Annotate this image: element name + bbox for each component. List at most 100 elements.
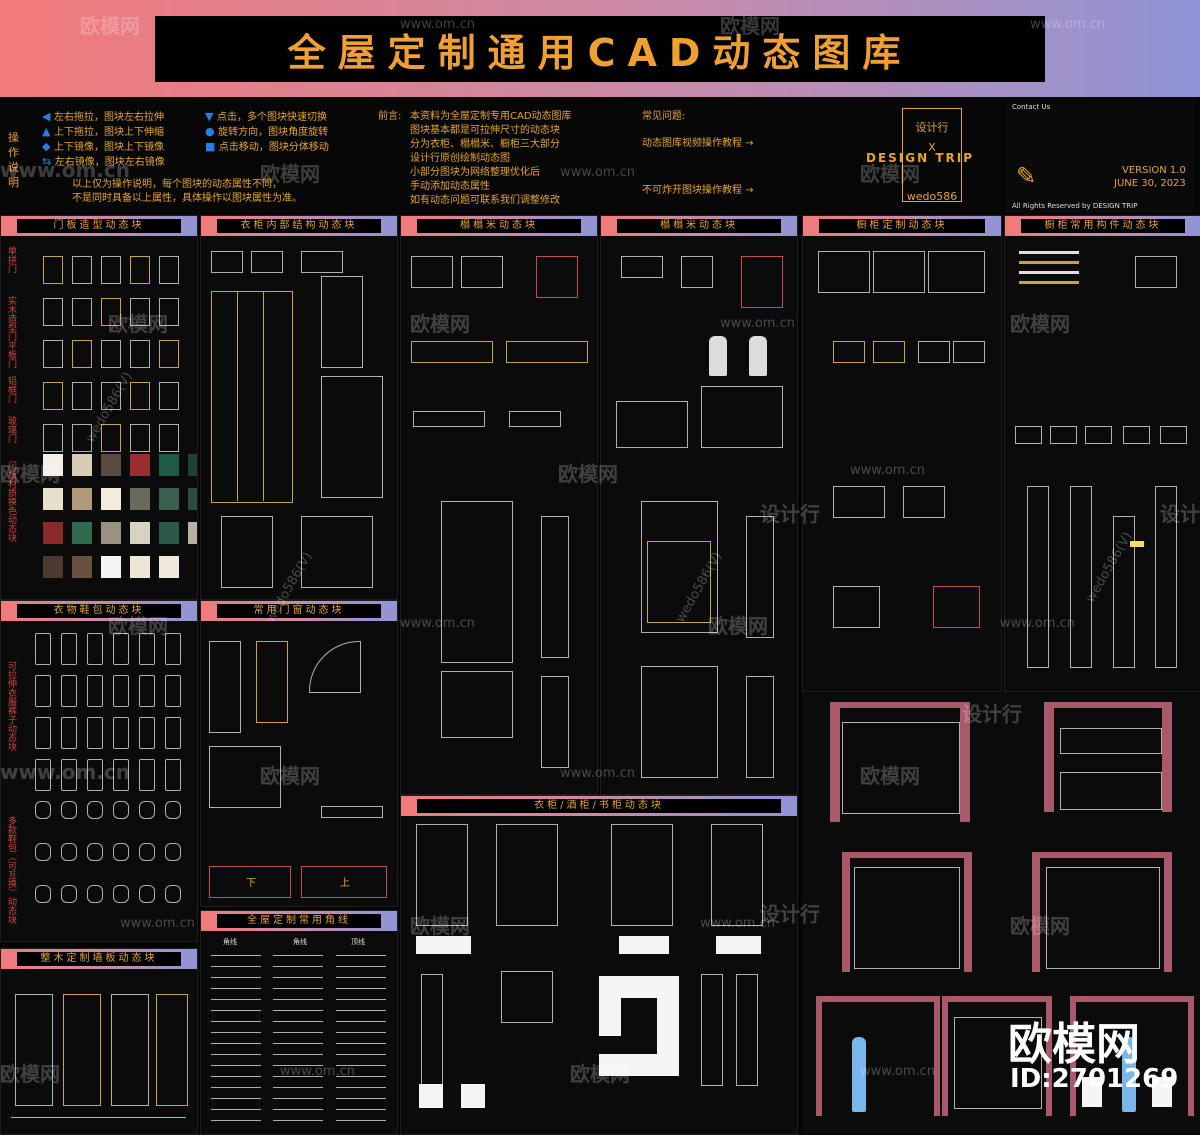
preface-text: 本资料为全屋定制专用CAD动态图库 图块基本都是可拉伸尺寸的动态块 分为衣柜、榻…: [410, 111, 572, 206]
trim-line: [336, 1076, 386, 1077]
trim-line: [336, 1043, 386, 1044]
panel-title: 榻榻米动态块: [417, 219, 581, 233]
door-thumbnail: [159, 298, 179, 326]
door-color-swatch: [72, 488, 92, 510]
trim-line: [273, 1021, 323, 1022]
clothes-item: [87, 801, 103, 819]
trim-line: [336, 1054, 386, 1055]
trim-line: [336, 977, 386, 978]
door-thumbnail: [43, 298, 63, 326]
watermark-site: www.om.cn: [860, 1064, 935, 1079]
clothes-item: [113, 675, 129, 707]
trim-line: [211, 1109, 261, 1110]
trim-line: [211, 1065, 261, 1066]
clothes-item: [61, 759, 77, 791]
clothes-item: [87, 717, 103, 749]
door-color-swatch: [101, 488, 121, 510]
watermark-design: 设计行: [760, 502, 820, 526]
panel-title: 榻榻米动态块: [617, 219, 781, 233]
door-color-swatch: [130, 556, 150, 578]
clothes-item: [61, 843, 77, 861]
left-arrow-icon: ◀: [42, 110, 54, 123]
clothes-item: [165, 843, 181, 861]
clothes-item: [165, 717, 181, 749]
door-color-swatch: [43, 556, 63, 578]
clothes-item: [87, 633, 103, 665]
clothes-item: [113, 801, 129, 819]
clothes-item: [87, 675, 103, 707]
door-thumbnail: [43, 256, 63, 284]
trim-line: [273, 1054, 323, 1055]
trim-line: [336, 966, 386, 967]
faq-video-tutorial-link[interactable]: 动态图库视频操作教程 →: [642, 138, 754, 149]
watermark-id: ID:2701269: [1010, 1064, 1179, 1094]
door-thumbnail: [43, 382, 63, 410]
side-label: 多款鞋包（可互换）动态块: [6, 816, 16, 924]
contact-label: Contact Us: [1012, 103, 1051, 111]
watermark-site: www.om.cn: [560, 165, 635, 180]
clothes-item: [165, 801, 181, 819]
watermark-brand: 欧模网: [860, 764, 920, 788]
watermark-brand: 欧模网: [108, 614, 168, 638]
clothes-item: [61, 885, 77, 903]
door-thumbnail: [130, 298, 150, 326]
figure-seated: [749, 336, 767, 376]
panel-title: 衣柜内部结构动态块: [217, 219, 381, 233]
watermark-brand: 欧模网: [108, 312, 168, 336]
door-color-swatch: [43, 522, 63, 544]
watermark-brand: 欧模网: [80, 14, 140, 38]
panel-clothes: 衣物鞋包动态块 可拉伸衣服裤子动态块 多款鞋包（可互换）动态块: [0, 600, 198, 942]
copyright: All Rights Reserved by DESIGN TRIP: [1012, 202, 1138, 210]
trim-line: [336, 1065, 386, 1066]
row-label: 铝框门: [6, 376, 16, 403]
door-color-swatch: [188, 454, 197, 476]
door-thumbnail: [159, 382, 179, 410]
trim-line: [211, 999, 261, 1000]
trim-line: [273, 988, 323, 989]
watermark-brand: 欧模网: [410, 914, 470, 938]
panel-wardrobe-inner: 衣柜内部结构动态块: [200, 215, 398, 600]
clothes-item: [113, 759, 129, 791]
door-color-swatch: [159, 454, 179, 476]
watermark-site: www.om.cn: [0, 158, 131, 182]
trim-line: [273, 977, 323, 978]
panel-title: 全屋定制常用角线: [217, 914, 381, 928]
trim-line: [211, 966, 261, 967]
watermark-site: www.om.cn: [400, 17, 475, 32]
door-color-swatch: [72, 454, 92, 476]
clothes-item: [113, 885, 129, 903]
door-color-swatch: [188, 488, 197, 510]
watermark-brand: 欧模网: [708, 614, 768, 638]
watermark-brand: 欧模网: [260, 764, 320, 788]
clothes-item: [139, 633, 155, 665]
door-color-swatch: [159, 522, 179, 544]
watermark-brand: 欧模网: [570, 1062, 630, 1086]
clothes-item: [113, 717, 129, 749]
door-color-swatch: [188, 522, 197, 544]
watermark-site: www.om.cn: [400, 616, 475, 631]
row-label: 单拼门: [6, 246, 16, 273]
clothes-item: [61, 675, 77, 707]
trim-line: [273, 1120, 323, 1121]
door-thumbnail: [72, 340, 92, 368]
clothes-item: [87, 843, 103, 861]
clothes-item: [35, 633, 51, 665]
trim-header: 顶线: [351, 938, 365, 946]
clothes-item: [139, 885, 155, 903]
trim-line: [273, 955, 323, 956]
panel-title: 橱柜常用构件动态块: [1021, 219, 1185, 233]
trim-line: [211, 1043, 261, 1044]
clothes-item: [61, 717, 77, 749]
faq-explode-tutorial-link[interactable]: 不可炸开图块操作教程 →: [642, 185, 754, 196]
door-thumbnail: [72, 424, 92, 452]
watermark-brand: 欧模网: [410, 312, 470, 336]
side-label: 门板材质换色动态块: [6, 461, 16, 542]
panel-title: 常用门窗动态块: [217, 604, 381, 618]
clothes-item: [35, 801, 51, 819]
panel-trim: 全屋定制常用角线 角线 角线 顶线: [200, 910, 398, 1135]
door-thumbnail: [159, 424, 179, 452]
row-label: 玻璃门: [6, 416, 16, 443]
row-label: 实木造型门: [6, 296, 16, 341]
contact-card: [1005, 100, 1195, 212]
watermark-brand-large: 欧模网: [1008, 1019, 1140, 1070]
